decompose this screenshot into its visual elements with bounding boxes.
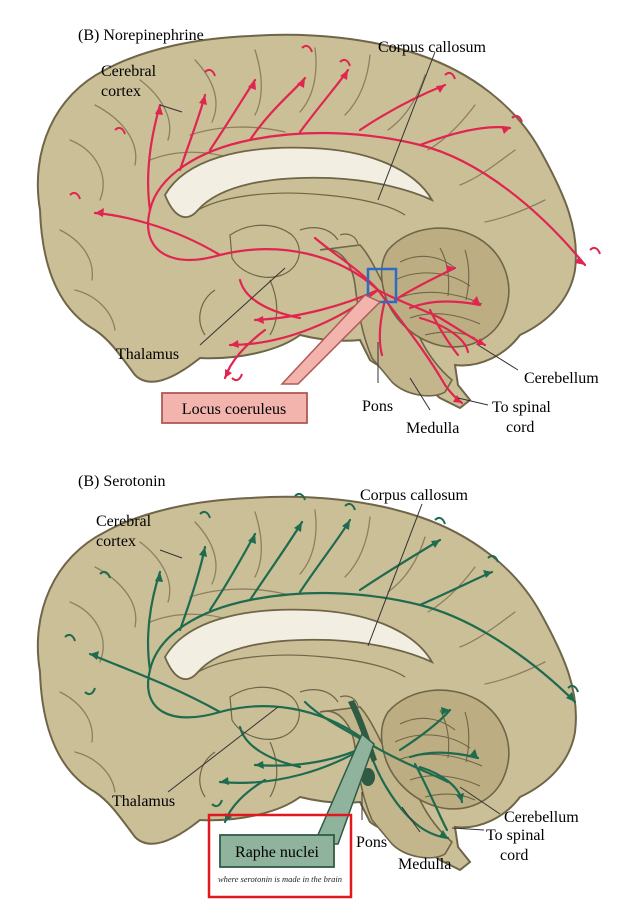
pons-label: Pons (356, 834, 387, 851)
norepinephrine-arrowheads (95, 70, 585, 403)
panel-title: (B) Norepinephrine (78, 27, 204, 44)
medulla-label: Medulla (398, 856, 451, 873)
cerebral-cortex-label-line1: Cerebral (96, 513, 152, 530)
raphe-nuclei-pointer (312, 732, 375, 845)
leader-lines (159, 503, 501, 833)
thalamus-label: Thalamus (116, 346, 179, 363)
corpus-callosum-label: Corpus callosum (360, 487, 469, 504)
norepinephrine-terminals (69, 44, 601, 382)
panel-title: (B) Serotonin (78, 473, 166, 490)
locus-coeruleus-pointer (280, 294, 382, 385)
cerebral-cortex-label-line2: cortex (101, 83, 141, 100)
corpus-callosum-label: Corpus callosum (378, 39, 487, 56)
panel-serotonin: Raphe nuclei where serotonin is made in … (36, 473, 579, 899)
medulla-label: Medulla (406, 420, 459, 437)
raphe-nuclei-label-box (219, 834, 335, 868)
serotonin-arrowheads (90, 520, 575, 838)
locus-coeruleus-label: Locus coeruleus (182, 401, 286, 418)
raphe-nuclei-label: Raphe nuclei (235, 844, 320, 861)
raphe-nuclei-highlight-box (207, 813, 353, 899)
spinal-cord-label-line1: To spinal (486, 827, 545, 844)
spinal-cord-label-line1: To spinal (492, 399, 551, 416)
cerebellum-label: Cerebellum (524, 370, 599, 387)
locus-coeruleus-label-box (161, 392, 308, 424)
cerebral-cortex-label-line1: Cerebral (101, 63, 157, 80)
serotonin-pathways (88, 518, 577, 840)
panel-norepinephrine: Locus coeruleus (B) Norepinephrine Cereb… (36, 27, 601, 437)
handwritten-note: where serotonin is made in the brain (218, 875, 342, 884)
serotonin-terminals (64, 492, 579, 808)
leader-lines (159, 51, 519, 411)
cerebellum-label: Cerebellum (504, 809, 579, 826)
locus-coeruleus-highlight-box (366, 267, 398, 304)
cerebral-cortex-label-line2: cortex (96, 533, 136, 550)
spinal-cord-label-line2: cord (506, 419, 534, 436)
pons-label: Pons (362, 398, 393, 415)
thalamus-label: Thalamus (112, 793, 175, 810)
spinal-cord-label-line2: cord (500, 847, 528, 864)
